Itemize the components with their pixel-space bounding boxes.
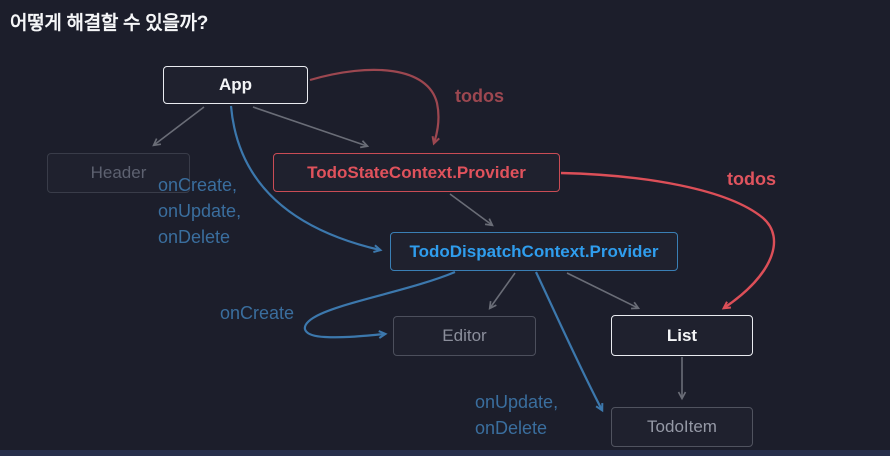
node-list: List	[611, 315, 753, 356]
node-todoitem: TodoItem	[611, 407, 753, 447]
edge-todos-app-stateprovider	[309, 68, 440, 146]
slide-title: 어떻게 해결할 수 있을까?	[10, 13, 209, 34]
edge-stateprovider-dispatchprovider	[449, 193, 494, 227]
edge-app-header	[152, 106, 205, 147]
edge-app-stateprovider	[252, 106, 370, 149]
edge-oncreate-dispatchprovider-editor	[303, 270, 456, 339]
edge-dispatchprovider-list	[566, 272, 641, 310]
node-tododispatchcontext-provider-label: TodoDispatchContext.Provider	[409, 241, 659, 261]
edge-label-oncreate: onCreate	[220, 303, 295, 323]
node-todostatecontext-provider-label: TodoStateContext.Provider	[307, 162, 526, 182]
edge-label-dispatch-functions: onCreate, onUpdate, onDelete	[158, 175, 242, 247]
edge-onupdate-dispatchprovider-todoitem	[535, 271, 604, 413]
node-list-label: List	[666, 325, 698, 345]
node-todoitem-label: TodoItem	[647, 417, 717, 436]
node-app-label: App	[218, 75, 253, 94]
node-tododispatchcontext-provider: TodoDispatchContext.Provider	[390, 232, 678, 271]
edge-label-todos-right: todos	[727, 169, 776, 189]
edge-functions-app-dispatchprovider	[229, 105, 383, 254]
edge-label-onupdate-ondelete: onUpdate, onDelete	[475, 392, 559, 438]
edge-todos-stateprovider-list	[560, 171, 776, 310]
node-header-label: Header	[90, 163, 147, 182]
edge-label-todos-top: todos	[455, 86, 504, 106]
node-app: App	[163, 66, 308, 104]
node-editor-label: Editor	[442, 326, 487, 345]
bottom-bar	[0, 450, 890, 456]
edge-dispatchprovider-editor	[488, 272, 516, 310]
node-editor: Editor	[393, 316, 536, 356]
node-header: Header	[47, 153, 190, 193]
node-todostatecontext-provider: TodoStateContext.Provider	[273, 153, 560, 192]
